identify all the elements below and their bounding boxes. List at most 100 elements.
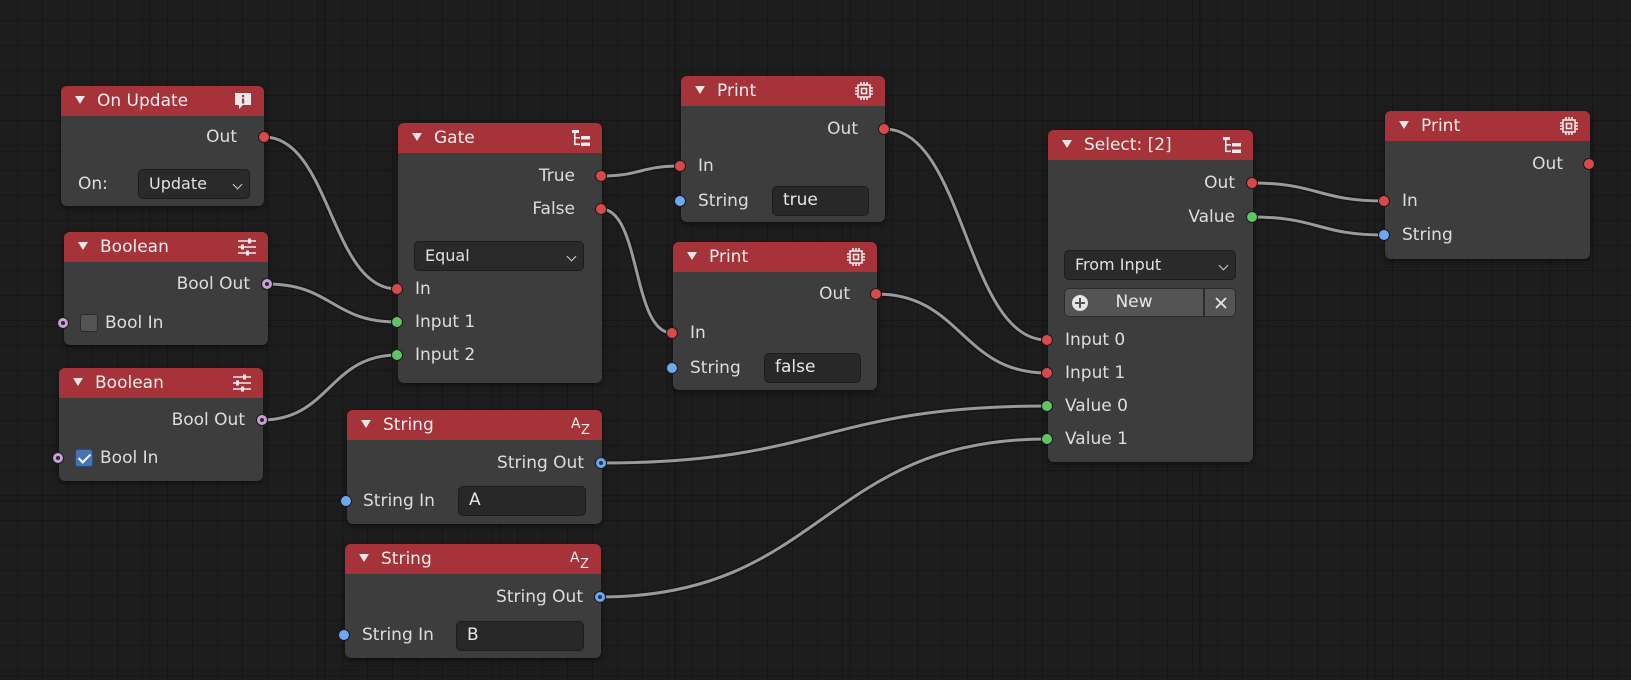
socket-label-string-in: String In <box>363 491 435 511</box>
new-button-label: New <box>1115 292 1153 312</box>
string-value-field[interactable]: false <box>764 353 861 383</box>
on-event-dropdown[interactable]: Update <box>138 169 250 199</box>
input-socket-bool-in[interactable] <box>57 317 69 329</box>
socket-label-true: True <box>538 166 575 186</box>
collapse-triangle-icon[interactable] <box>687 252 697 260</box>
socket-label-string-out: String Out <box>497 453 584 473</box>
chevron-down-icon <box>1218 260 1229 271</box>
link-select-value-to-print_final-string[interactable] <box>1251 215 1385 237</box>
link-print_true-out-to-select-input0[interactable] <box>883 127 1048 342</box>
output-socket-out[interactable] <box>1583 158 1595 170</box>
socket-label-in: In <box>698 156 714 176</box>
on-label: On: <box>78 174 108 194</box>
socket-label-bool-in: Bool In <box>105 313 164 333</box>
bool-in-checkbox[interactable] <box>75 449 93 467</box>
output-socket-value[interactable] <box>1246 211 1258 223</box>
input-socket-string-in[interactable] <box>340 495 352 507</box>
input-socket-string[interactable] <box>666 362 678 374</box>
socket-label-out: Out <box>206 127 237 147</box>
input-socket-string[interactable] <box>1378 229 1390 241</box>
node-print-true[interactable]: Print Out In String true <box>674 76 890 222</box>
input-socket-input-0[interactable] <box>1041 334 1053 346</box>
input-socket-bool-in[interactable] <box>52 452 64 464</box>
collapse-triangle-icon[interactable] <box>1062 140 1072 148</box>
output-socket-bool-out[interactable] <box>261 278 273 290</box>
collapse-triangle-icon[interactable] <box>361 420 371 428</box>
output-socket-out[interactable] <box>1246 177 1258 189</box>
string-value-field[interactable]: true <box>772 186 869 216</box>
collapse-triangle-icon[interactable] <box>1399 121 1409 129</box>
compare-mode-dropdown[interactable]: Equal <box>414 241 584 271</box>
node-title: Boolean <box>95 373 164 393</box>
collapse-triangle-icon[interactable] <box>75 96 85 104</box>
input-socket-string-in[interactable] <box>338 629 350 641</box>
output-socket-string-out[interactable] <box>594 591 606 603</box>
input-socket-string[interactable] <box>674 195 686 207</box>
input-socket-input-2[interactable] <box>391 349 403 361</box>
link-string_b-out-to-select-value1[interactable] <box>599 437 1048 599</box>
node-header[interactable]: On Update <box>61 86 264 116</box>
sliders-icon <box>238 238 256 256</box>
node-print-final[interactable]: Print Out In String <box>1378 111 1595 259</box>
sliders-icon <box>233 374 251 392</box>
output-socket-out[interactable] <box>870 288 882 300</box>
select-mode-dropdown[interactable]: From Input <box>1064 250 1236 280</box>
node-header[interactable]: Print <box>673 242 877 272</box>
new-button[interactable]: New <box>1064 288 1204 317</box>
collapse-triangle-icon[interactable] <box>359 554 369 562</box>
input-socket-input-1[interactable] <box>391 316 403 328</box>
link-boolean2-out-to-gate-input2[interactable] <box>261 353 398 422</box>
input-socket-in[interactable] <box>1378 195 1390 207</box>
output-socket-string-out[interactable] <box>595 457 607 469</box>
link-print_false-out-to-select-input1[interactable] <box>875 292 1048 375</box>
input-socket-in[interactable] <box>391 283 403 295</box>
node-boolean-2[interactable]: Boolean Bool Out Bool In <box>52 368 268 481</box>
collapse-triangle-icon[interactable] <box>412 133 422 141</box>
node-header[interactable]: Boolean <box>64 232 268 262</box>
close-icon <box>1215 297 1227 309</box>
node-header[interactable]: Select: [2] <box>1048 130 1253 160</box>
input-socket-input-1[interactable] <box>1041 367 1053 379</box>
link-gate-true-to-print_true-in[interactable] <box>600 164 681 178</box>
link-boolean1-out-to-gate-input1[interactable] <box>266 282 398 324</box>
string-value-field[interactable]: B <box>456 621 584 651</box>
bool-in-checkbox[interactable] <box>80 314 98 332</box>
socket-label-string-in: String In <box>362 625 434 645</box>
node-boolean-1[interactable]: Boolean Bool Out Bool In <box>57 232 273 345</box>
collapse-triangle-icon[interactable] <box>695 86 705 94</box>
input-socket-in[interactable] <box>674 160 686 172</box>
unlink-button[interactable] <box>1204 288 1236 317</box>
link-on_update-out-to-gate-in[interactable] <box>263 135 398 291</box>
link-gate-false-to-print_false-in[interactable] <box>600 207 673 335</box>
output-socket-out[interactable] <box>258 131 270 143</box>
input-socket-value-1[interactable] <box>1041 433 1053 445</box>
add-circle-icon <box>1072 295 1088 311</box>
node-header[interactable]: Boolean <box>59 368 263 398</box>
node-title: Boolean <box>100 237 169 257</box>
link-string_a-out-to-select-value0[interactable] <box>600 404 1048 465</box>
node-print-false[interactable]: Print Out In String false <box>666 242 882 390</box>
input-socket-value-0[interactable] <box>1041 400 1053 412</box>
input-socket-in[interactable] <box>666 327 678 339</box>
node-header[interactable]: Print <box>1385 111 1590 141</box>
socket-label-false: False <box>532 199 575 219</box>
node-header[interactable]: Gate <box>398 123 602 153</box>
output-socket-false[interactable] <box>595 203 607 215</box>
collapse-triangle-icon[interactable] <box>73 378 83 386</box>
node-header[interactable]: Print <box>681 76 885 106</box>
node-select[interactable]: Select: [2] Out Value From Input New Inp… <box>1041 130 1258 462</box>
collapse-triangle-icon[interactable] <box>78 242 88 250</box>
node-gate[interactable]: Gate True False Equal In Input 1 Input 2 <box>391 123 607 383</box>
link-select-out-to-print_final-in[interactable] <box>1251 181 1385 203</box>
output-socket-out[interactable] <box>878 123 890 135</box>
output-socket-bool-out[interactable] <box>256 414 268 426</box>
on-event-value: Update <box>149 174 207 193</box>
string-value-field[interactable]: A <box>458 486 586 516</box>
tree-icon <box>1223 137 1241 153</box>
node-on-update[interactable]: On Update Out On: Update <box>61 86 270 206</box>
output-socket-true[interactable] <box>595 170 607 182</box>
